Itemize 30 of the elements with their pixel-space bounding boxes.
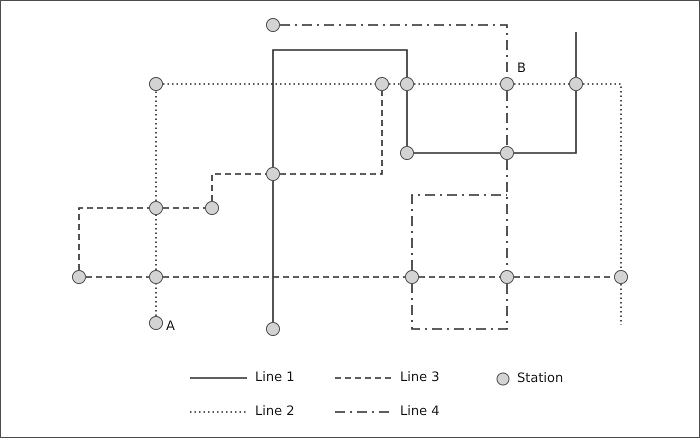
station-label: B (517, 61, 526, 76)
legend-label: Line 3 (400, 370, 440, 386)
track-line (583, 83, 622, 270)
track-line (506, 91, 508, 146)
track-line (272, 49, 408, 167)
track-line (411, 194, 507, 270)
track-line (411, 284, 508, 330)
track-line (389, 83, 400, 85)
track-line (280, 91, 383, 175)
track-line (78, 207, 149, 270)
legend-label: Line 1 (255, 370, 294, 386)
track-line (620, 284, 622, 325)
legend-label: Line 4 (400, 404, 440, 420)
track-line (514, 83, 569, 85)
track-line (86, 276, 149, 278)
legend-label: Station (517, 371, 564, 387)
track-line (575, 32, 577, 77)
track-line (155, 91, 157, 201)
track-line (163, 207, 205, 209)
track-line (163, 276, 405, 278)
station-label: A (166, 319, 175, 334)
legend-label: Line 2 (255, 404, 294, 420)
track-line (211, 173, 266, 201)
track-line (406, 91, 408, 146)
track-line (155, 215, 157, 270)
track-line (419, 276, 500, 278)
track-line (414, 152, 500, 154)
track-line (155, 284, 157, 316)
track-line (272, 181, 274, 322)
track-line (514, 91, 577, 154)
